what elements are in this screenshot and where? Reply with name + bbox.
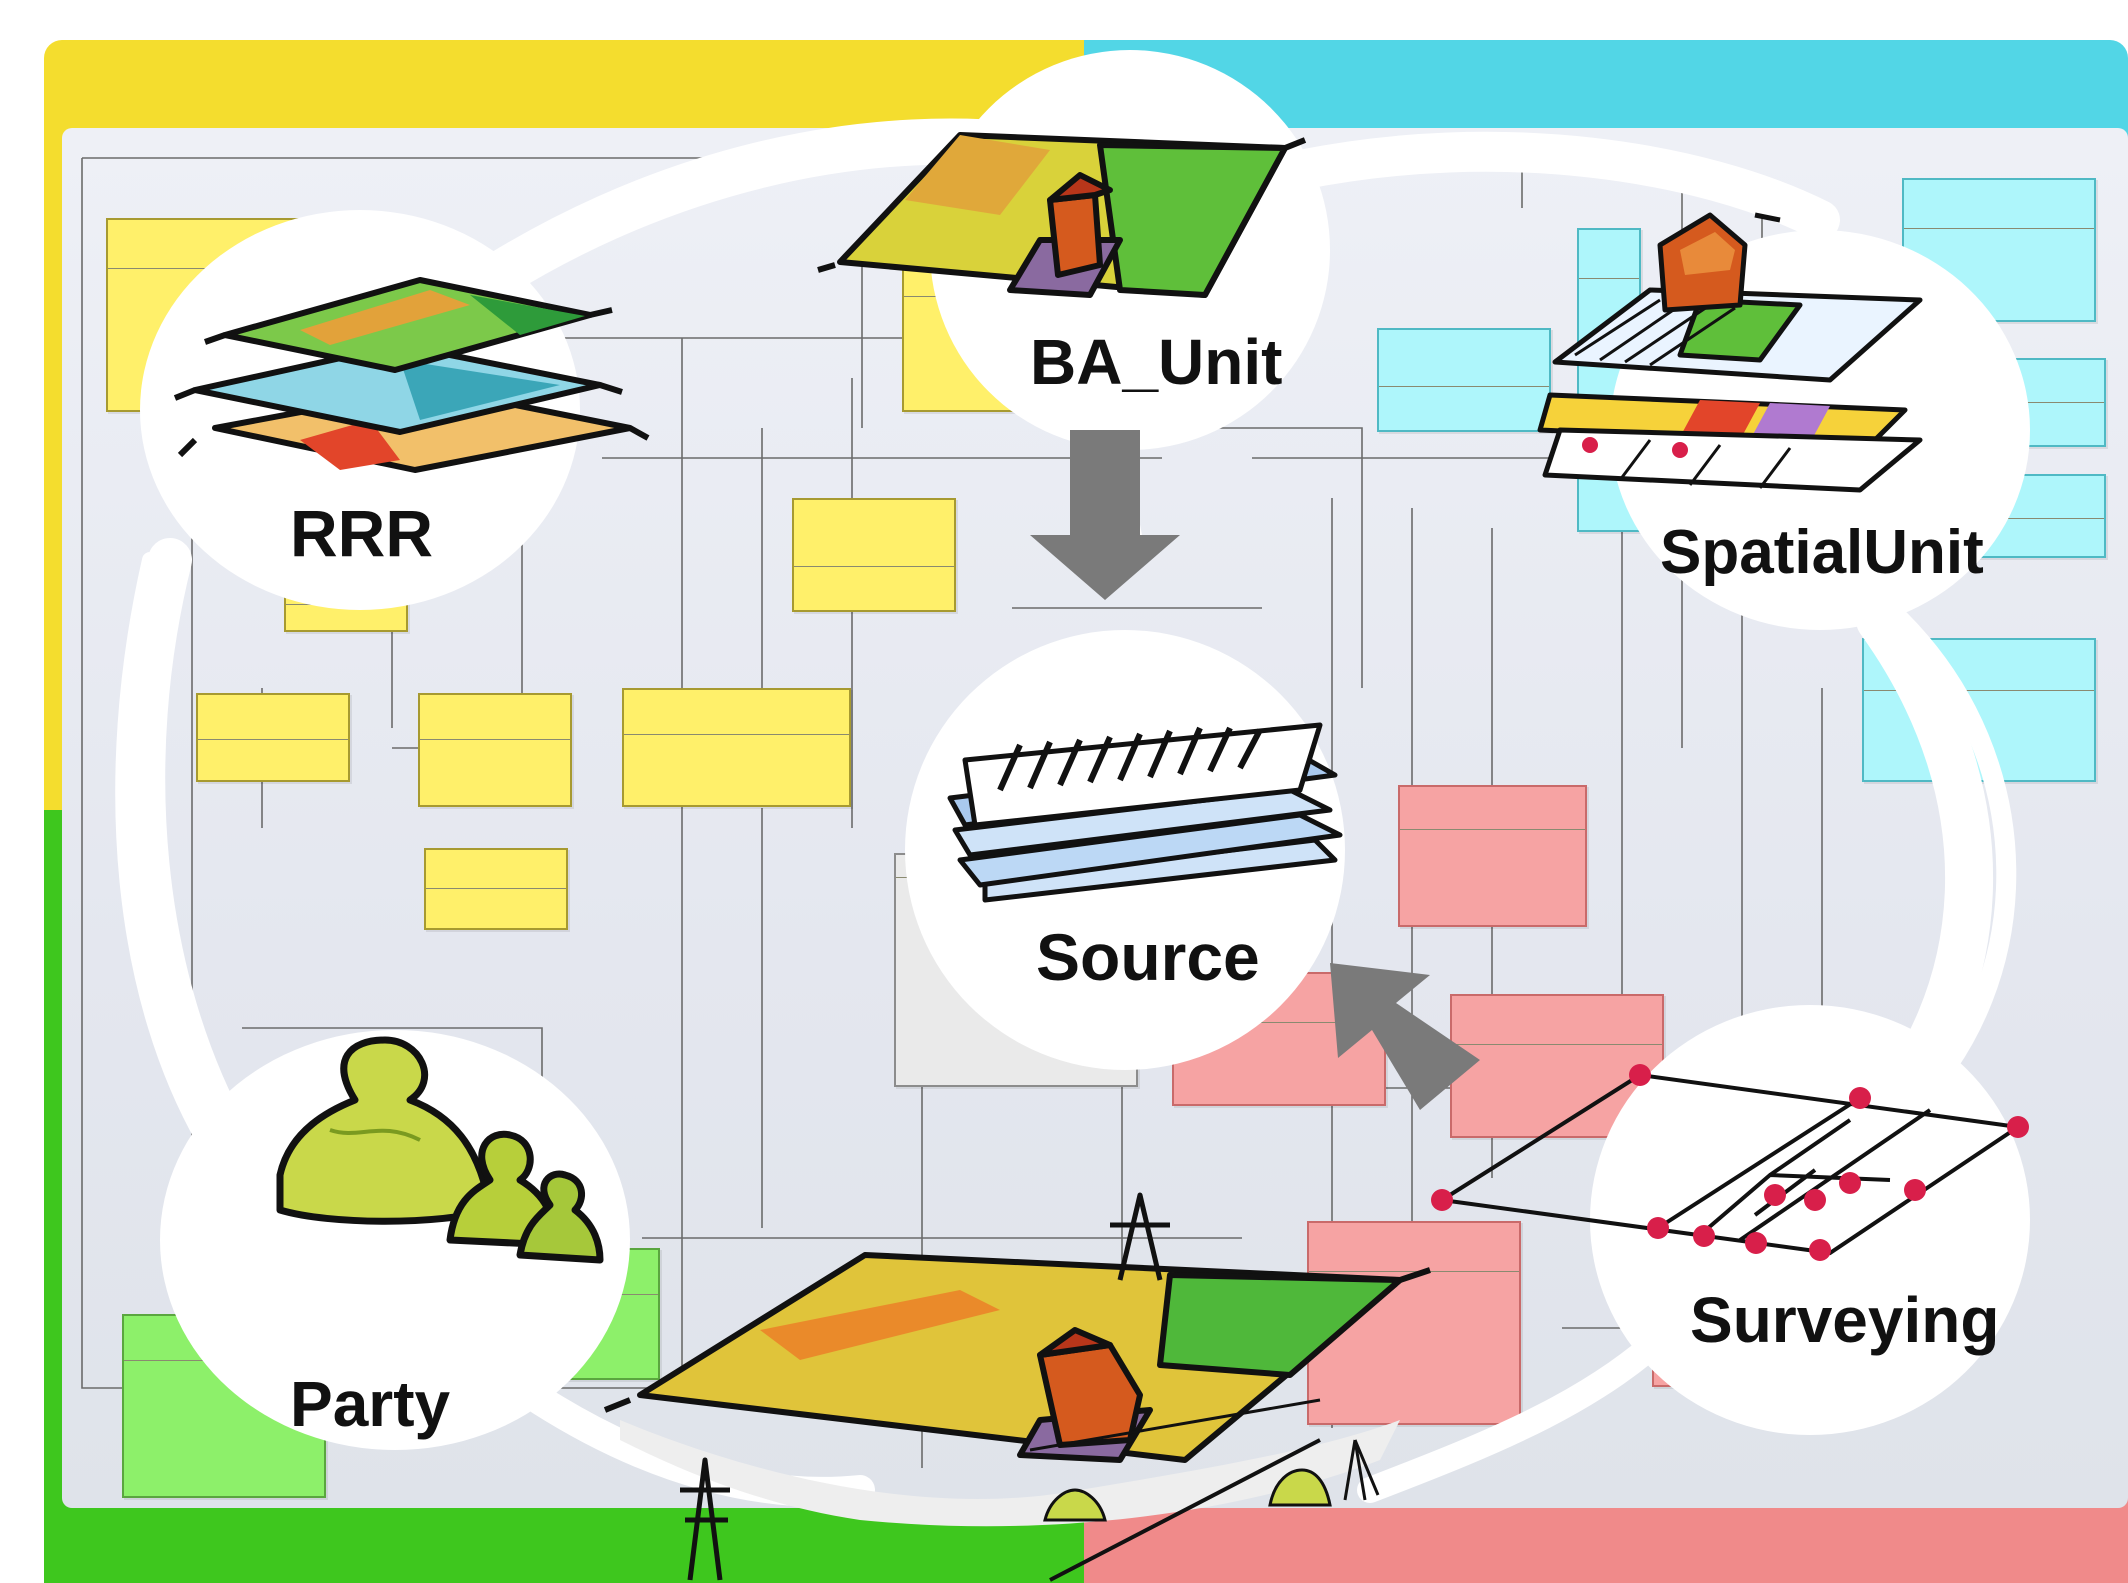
surveying-label: Surveying — [1690, 1284, 2000, 1356]
arrow-surveying-to-source — [1330, 963, 1480, 1110]
survey-points — [1431, 1064, 2029, 1261]
uml-class-box — [622, 688, 851, 807]
uml-class-box — [424, 848, 568, 930]
parcel-house-icon — [817, 132, 1307, 298]
parcel-layers-icon — [173, 277, 650, 473]
spatial-unit-label: SpatialUnit — [1660, 518, 1984, 587]
uml-class-box — [792, 498, 956, 612]
uml-class-box — [1398, 785, 1587, 927]
party-label: Party — [290, 1368, 451, 1440]
spatial-plan-icon — [1537, 212, 1923, 493]
rrr-label: RRR — [290, 496, 433, 570]
ba-unit-label: BA_Unit — [1030, 326, 1283, 398]
source-label: Source — [1036, 920, 1260, 994]
uml-class-box — [1377, 328, 1551, 432]
arrow-ba-unit-to-source — [1030, 430, 1180, 600]
uml-class-box — [196, 693, 350, 782]
document-stack-icon — [947, 722, 1343, 903]
landscape-icon — [603, 1192, 1431, 1582]
surveyor-people-icon — [1043, 1439, 1380, 1522]
people-icon — [276, 1036, 604, 1264]
uml-class-box — [418, 693, 572, 807]
